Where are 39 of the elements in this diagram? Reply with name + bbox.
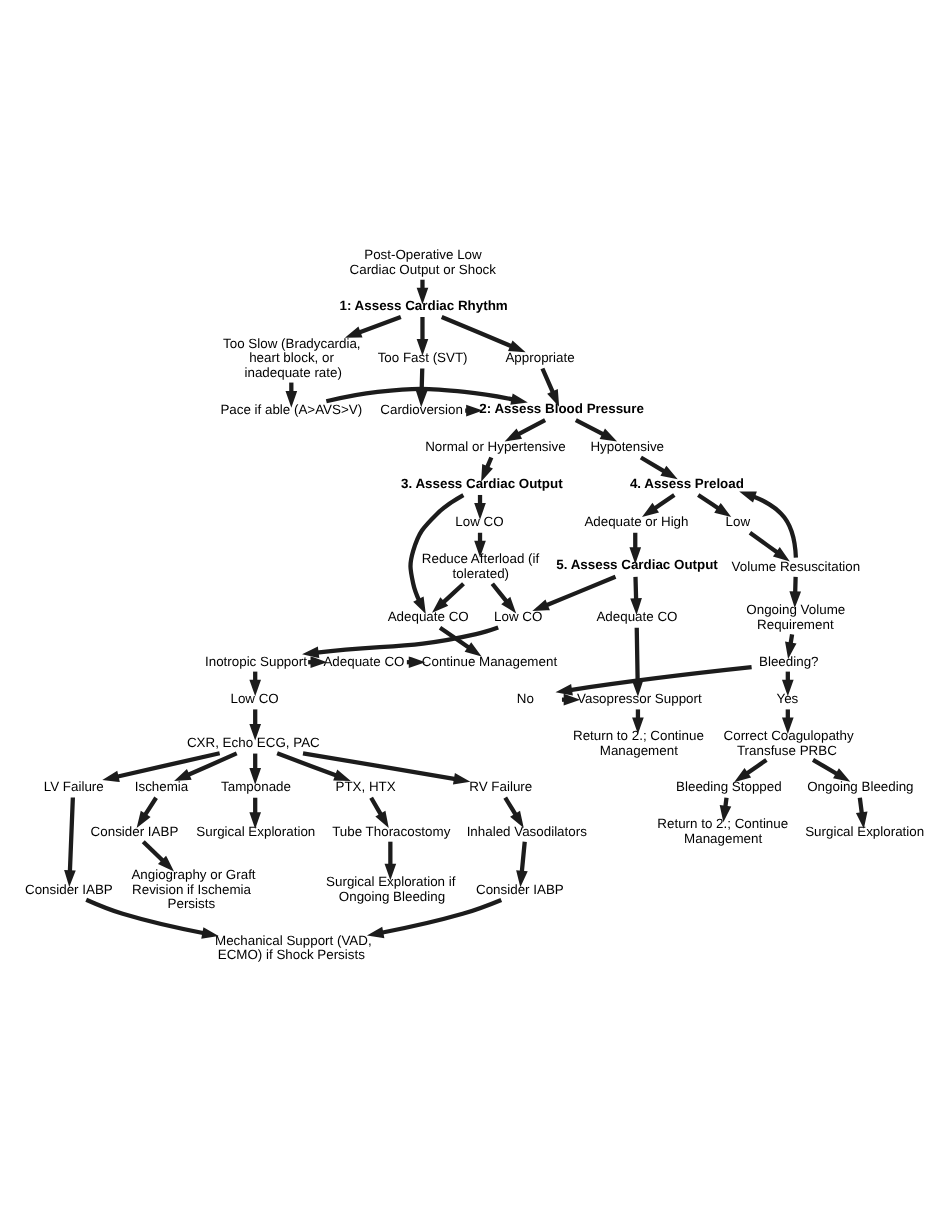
arrow	[141, 840, 174, 872]
arrow	[748, 531, 790, 562]
arrow	[697, 493, 732, 517]
arrow	[630, 576, 642, 615]
arrow	[174, 751, 238, 782]
arrow	[574, 418, 618, 442]
arrow	[136, 796, 158, 828]
arrow	[102, 751, 221, 782]
arrow	[504, 418, 547, 442]
arrow	[369, 796, 389, 829]
arrow	[734, 758, 768, 783]
arrow	[532, 574, 617, 612]
arrow	[490, 582, 517, 614]
arrow	[344, 314, 402, 338]
arrow	[516, 841, 528, 888]
arrow	[416, 279, 429, 305]
arrow	[438, 626, 482, 657]
arrow	[631, 627, 644, 697]
arrow	[408, 493, 465, 615]
arrow	[85, 897, 219, 939]
arrow	[416, 317, 429, 356]
arrow	[432, 582, 465, 613]
arrow	[64, 797, 76, 887]
arrow	[503, 796, 524, 828]
arrow	[789, 576, 802, 609]
arrow	[415, 368, 428, 408]
arrow	[555, 665, 752, 696]
arrow	[739, 491, 799, 558]
arrow	[366, 897, 503, 939]
arrow	[642, 493, 676, 518]
arrow	[276, 751, 351, 781]
arrow	[811, 758, 851, 782]
arrow	[540, 367, 560, 407]
arrow	[302, 751, 471, 785]
arrow	[325, 386, 528, 405]
arrow	[440, 315, 526, 353]
arrow	[302, 625, 499, 659]
arrow	[639, 455, 678, 480]
arrow	[384, 841, 397, 881]
